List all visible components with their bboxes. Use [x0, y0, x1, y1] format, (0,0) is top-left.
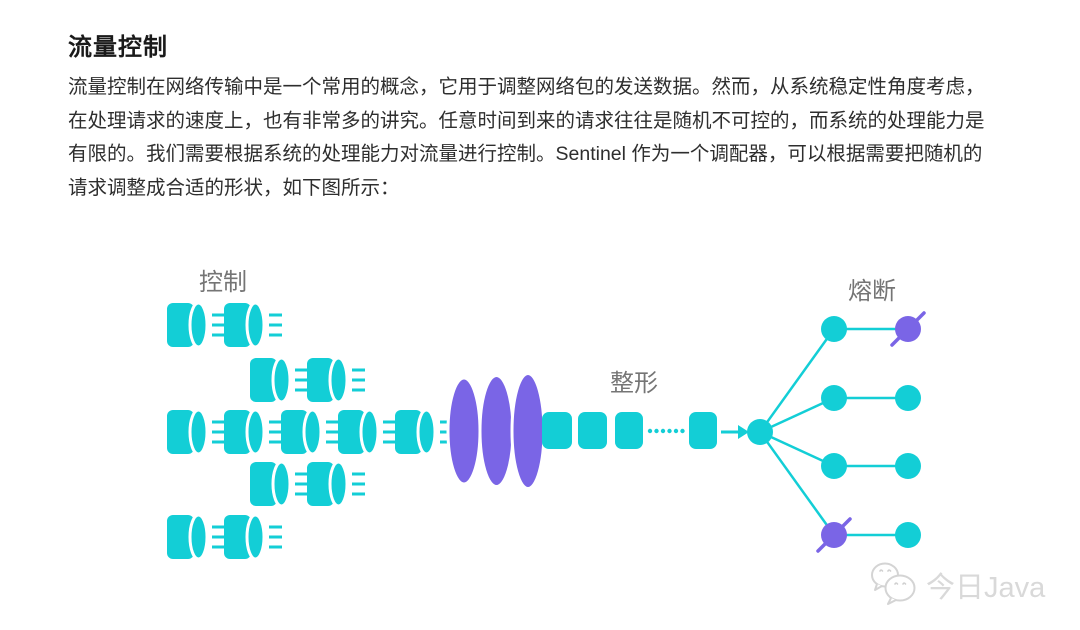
- packet-cylinder-icon: [305, 356, 367, 404]
- packet-cylinder-icon: [222, 513, 284, 561]
- shaped-packet: [615, 412, 643, 449]
- shaped-queue: [542, 412, 749, 449]
- incoming-traffic-row: [248, 356, 367, 404]
- packet-cylinder-icon: [165, 513, 227, 561]
- service-node: [895, 453, 921, 479]
- watermark: 今日Java: [868, 560, 1045, 610]
- packet-cylinder-icon: [279, 408, 341, 456]
- stage-label-control: 控制: [199, 269, 247, 296]
- shaped-packet: [689, 412, 717, 449]
- watermark-text: 今日Java: [926, 572, 1046, 604]
- wechat-logo-icon: [871, 562, 916, 605]
- packet-cylinder-icon: [165, 408, 227, 456]
- packet-cylinder-icon: [248, 356, 310, 404]
- incoming-traffic-row: [248, 460, 367, 508]
- circuit-broken-node: [816, 517, 852, 553]
- branch-lines: [758, 327, 908, 537]
- packet-cylinder-icon: [222, 408, 284, 456]
- service-node: [821, 316, 847, 342]
- packet-cylinder-icon: [336, 408, 398, 456]
- shaped-packet: [542, 412, 572, 449]
- stage-label-circuit-breaking: 熔断: [848, 278, 896, 305]
- sentinel-funnel: [446, 372, 546, 490]
- paragraph-line: 有限的。我们需要根据系统的处理能力对流量进行控制。Sentinel 作为一个调配…: [68, 143, 983, 165]
- packet-cylinder-icon: [222, 301, 284, 349]
- packet-cylinder-icon: [393, 408, 455, 456]
- service-node: [821, 453, 847, 479]
- shaped-packet: [578, 412, 607, 449]
- circuit-broken-node: [890, 311, 926, 347]
- packet-cylinder-icon: [165, 301, 227, 349]
- article-paragraph: 流量控制在网络传输中是一个常用的概念，它用于调整网络包的发送数据。然而，从系统稳…: [68, 71, 1028, 205]
- flow-arrow-icon: [721, 425, 749, 439]
- paragraph-line: 在处理请求的速度上，也有非常多的讲究。任意时间到来的请求往往是随机不可控的，而系…: [68, 109, 985, 132]
- packet-cylinder-icon: [305, 460, 367, 508]
- paragraph-line: 流量控制在网络传输中是一个常用的概念，它用于调整网络包的发送数据。然而，从系统稳…: [68, 76, 985, 98]
- dispatcher-hub-node: [747, 419, 773, 445]
- incoming-traffic-row: [165, 408, 455, 456]
- queue-gap-dots: [647, 428, 685, 434]
- packet-cylinder-icon: [248, 460, 310, 508]
- service-node: [821, 385, 847, 411]
- service-node: [895, 385, 921, 411]
- stage-label-shaping: 整形: [610, 370, 658, 397]
- service-node: [895, 522, 921, 548]
- page-title: 流量控制: [68, 34, 168, 61]
- incoming-traffic-row: [165, 513, 284, 561]
- incoming-traffic-row: [165, 301, 284, 349]
- dispatcher: [747, 311, 926, 553]
- paragraph-line: 请求调整成合适的形状，如下图所示：: [68, 176, 400, 199]
